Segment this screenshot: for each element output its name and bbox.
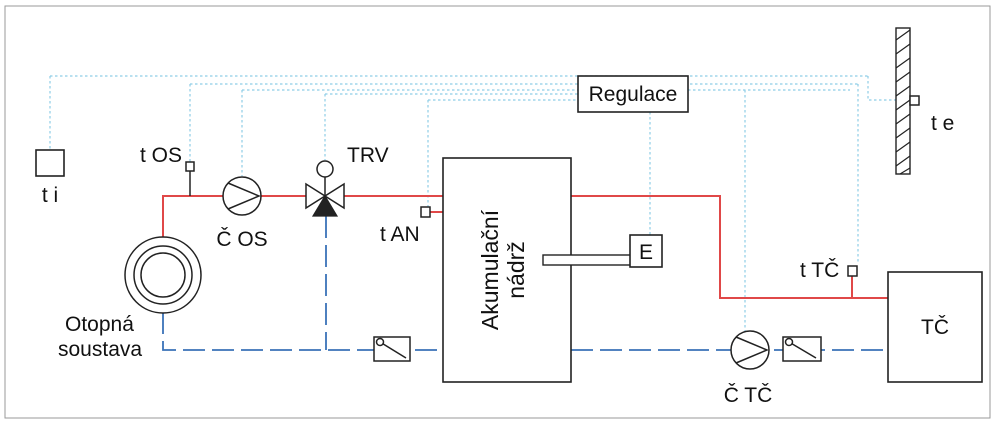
label-ctc: Č TČ [724, 384, 773, 407]
label-te: t e [931, 112, 954, 135]
diagram-frame [4, 5, 991, 419]
label-soustava: soustava [58, 338, 142, 361]
return-pipes [162, 216, 888, 351]
svg-text:Akumulační: Akumulační [477, 209, 503, 330]
heat-pump-sensor [847, 265, 858, 277]
electric-heater [629, 234, 663, 268]
check-valve-heating [373, 336, 411, 362]
heat-pump-circulation-pump [730, 330, 770, 370]
heater-rod [542, 254, 632, 266]
label-tos: t OS [140, 144, 182, 167]
tank-label: Akumulační nádrž [477, 209, 529, 330]
accumulation-tank [442, 157, 572, 383]
label-ttc: t TČ [800, 259, 839, 282]
indoor-sensor [35, 149, 65, 177]
regulation-unit [577, 75, 689, 113]
tank-sensor [420, 206, 431, 218]
control-signal-lines [49, 75, 908, 338]
label-tan: t AN [380, 223, 420, 246]
external-wall [895, 27, 920, 175]
label-cos: Č OS [216, 228, 267, 251]
check-valve-heat-pump [782, 336, 822, 362]
label-ti: t i [42, 184, 58, 207]
heat-pump [887, 271, 983, 383]
heating-circuit-sensor [185, 161, 195, 172]
label-otopna: Otopná [65, 313, 134, 336]
outdoor-sensor [909, 95, 920, 106]
heating-circuit-pump [222, 176, 262, 216]
supply-pipes [162, 195, 888, 299]
label-trv: TRV [347, 144, 389, 167]
heating-system-radiator [124, 236, 202, 314]
thermostatic-three-way-valve [305, 160, 345, 217]
label-regulace: Regulace [589, 83, 678, 106]
label-tc: TČ [921, 316, 949, 339]
label-e: E [639, 241, 653, 264]
svg-text:nádrž: nádrž [503, 241, 529, 299]
